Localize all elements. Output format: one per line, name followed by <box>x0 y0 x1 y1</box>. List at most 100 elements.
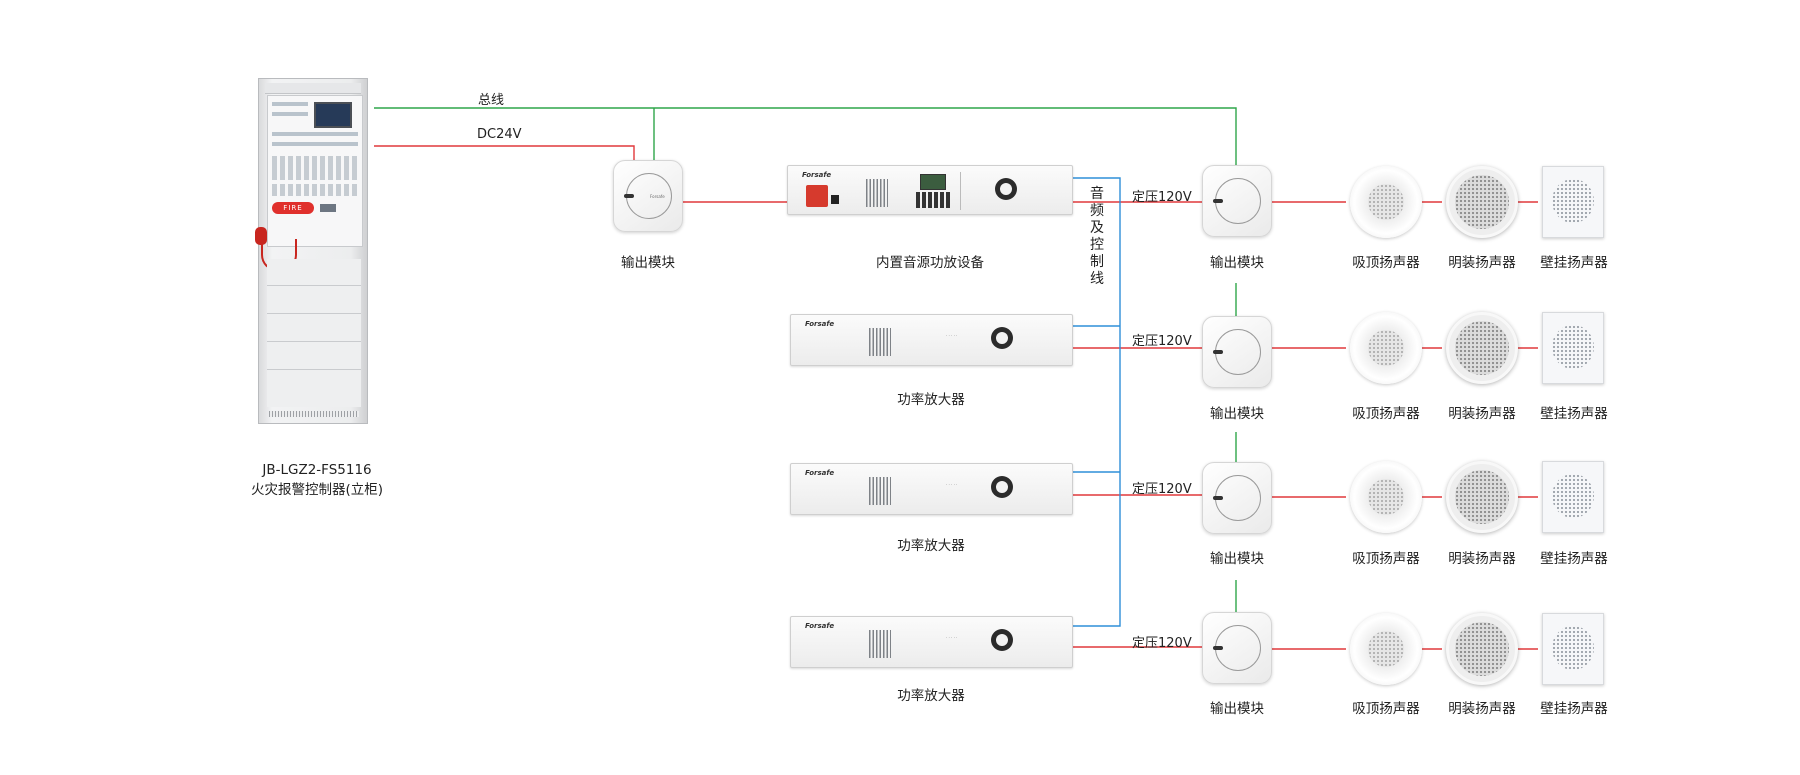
row-2-wall-caption: 壁挂扬声器 <box>1540 406 1608 422</box>
output-module-main: Forsafe <box>613 160 683 232</box>
row-4-surface-caption: 明装扬声器 <box>1448 701 1516 717</box>
audio-control-line-label: 音 频 及 控 制 线 <box>1090 186 1104 287</box>
spec-text: · · · · · <box>946 482 958 487</box>
dc24v-label: DC24V <box>477 127 522 142</box>
cabinet-vent <box>269 411 359 417</box>
led-strip <box>272 112 308 116</box>
row-4-wall-caption: 壁挂扬声器 <box>1540 701 1608 717</box>
cabinet-top <box>265 83 361 94</box>
warning-badge <box>806 185 828 207</box>
row-3-wall-caption: 壁挂扬声器 <box>1540 551 1608 567</box>
rack-brand: Forsafe <box>802 171 832 179</box>
panel-divider <box>267 369 361 370</box>
ceiling-speaker-icon <box>1350 312 1422 384</box>
row-3-surface-caption: 明装扬声器 <box>1448 551 1516 567</box>
amp-4-caption: 功率放大器 <box>897 688 965 704</box>
surface-speaker-icon <box>1446 461 1518 533</box>
row-1-wall-caption: 壁挂扬声器 <box>1540 255 1608 271</box>
controller-model: JB-LGZ2-FS5116 <box>262 462 372 478</box>
surface-speaker-icon <box>1446 312 1518 384</box>
output-module-row-1 <box>1202 165 1272 237</box>
row-1-ceiling-caption: 吸顶扬声器 <box>1352 255 1420 271</box>
module-indicator <box>1213 496 1223 500</box>
wall-speaker-icon <box>1542 613 1604 685</box>
fire-alarm-bell: FIRE <box>272 202 314 214</box>
builtin-amp-caption: 内置音源功放设备 <box>876 255 984 271</box>
voltage-label-3: 定压120V <box>1132 482 1192 497</box>
panel-divider <box>267 285 361 286</box>
row-3-ceiling-caption: 吸顶扬声器 <box>1352 551 1420 567</box>
rack-brand: Forsafe <box>805 320 835 328</box>
cabinet-control-panel: FIRE <box>267 95 363 247</box>
row-1-module-caption: 输出模块 <box>1210 255 1264 271</box>
bus-label: 总线 <box>478 93 505 108</box>
wall-speaker-icon <box>1542 461 1604 533</box>
module-brand: Forsafe <box>650 194 665 199</box>
led-strip <box>272 142 358 146</box>
module-indicator <box>624 194 634 198</box>
controller-name: 火灾报警控制器(立柜) <box>250 482 384 498</box>
spec-text: · · · · · <box>946 635 958 640</box>
cabinet-lower-panel <box>267 259 361 407</box>
module-indicator <box>1213 646 1223 650</box>
row-2-surface-caption: 明装扬声器 <box>1448 406 1516 422</box>
surface-speaker-icon <box>1446 613 1518 685</box>
ceiling-speaker-icon <box>1350 461 1422 533</box>
row-3-module-caption: 输出模块 <box>1210 551 1264 567</box>
output-module-row-2 <box>1202 316 1272 388</box>
wall-speaker-icon <box>1542 312 1604 384</box>
row-1-surface-caption: 明装扬声器 <box>1448 255 1516 271</box>
usb-port <box>831 195 839 204</box>
power-amplifier-3: Forsafe · · · · · <box>790 463 1073 515</box>
rack-divider <box>960 172 961 210</box>
bus-line <box>374 107 1237 612</box>
module-indicator <box>1213 199 1223 203</box>
controller-caption: JB-LGZ2-FS5116 火灾报警控制器(立柜) <box>247 460 387 500</box>
rack-vent <box>869 630 891 658</box>
output-module-row-3 <box>1202 462 1272 534</box>
row-2-ceiling-caption: 吸顶扬声器 <box>1352 406 1420 422</box>
spec-text: · · · · · <box>946 333 958 338</box>
panel-divider <box>267 313 361 314</box>
ceiling-speaker-icon <box>1350 613 1422 685</box>
builtin-audio-amplifier: Forsafe <box>787 165 1073 215</box>
voltage-label-2: 定压120V <box>1132 334 1192 349</box>
led-strip <box>272 132 358 136</box>
output-module-main-caption: 输出模块 <box>621 255 675 271</box>
row-4-ceiling-caption: 吸顶扬声器 <box>1352 701 1420 717</box>
rack-vent <box>866 179 888 207</box>
amp-3-caption: 功率放大器 <box>897 538 965 554</box>
ceiling-speaker-icon <box>1350 166 1422 238</box>
rack-vent <box>869 328 891 356</box>
power-amplifier-2: Forsafe · · · · · <box>790 314 1073 366</box>
module-indicator <box>1213 350 1223 354</box>
fire-alarm-controller-cabinet: FIRE <box>255 78 368 424</box>
rack-brand: Forsafe <box>805 469 835 477</box>
rack-vent <box>869 477 891 505</box>
lcd-display <box>920 174 946 190</box>
key-switch-bank <box>272 156 358 180</box>
row-4-module-caption: 输出模块 <box>1210 701 1264 717</box>
panel-divider <box>267 341 361 342</box>
volume-knob-icon <box>991 476 1013 498</box>
volume-knob-icon <box>991 629 1013 651</box>
audio-control-line <box>1073 177 1121 627</box>
key-switch-bank <box>272 184 358 196</box>
cabinet-screen <box>314 102 352 128</box>
row-2-module-caption: 输出模块 <box>1210 406 1264 422</box>
power-amplifier-4: Forsafe · · · · · <box>790 616 1073 668</box>
small-display <box>320 204 336 212</box>
surface-speaker-icon <box>1446 166 1518 238</box>
voltage-label-4: 定压120V <box>1132 636 1192 651</box>
rack-brand: Forsafe <box>805 622 835 630</box>
power-line <box>374 145 1538 650</box>
wall-speaker-icon <box>1542 166 1604 238</box>
keypad <box>916 192 950 208</box>
amp-2-caption: 功率放大器 <box>897 392 965 408</box>
voltage-label-1: 定压120V <box>1132 190 1192 205</box>
volume-knob-icon <box>995 178 1017 200</box>
led-strip <box>272 102 308 106</box>
volume-knob-icon <box>991 327 1013 349</box>
output-module-row-4 <box>1202 612 1272 684</box>
